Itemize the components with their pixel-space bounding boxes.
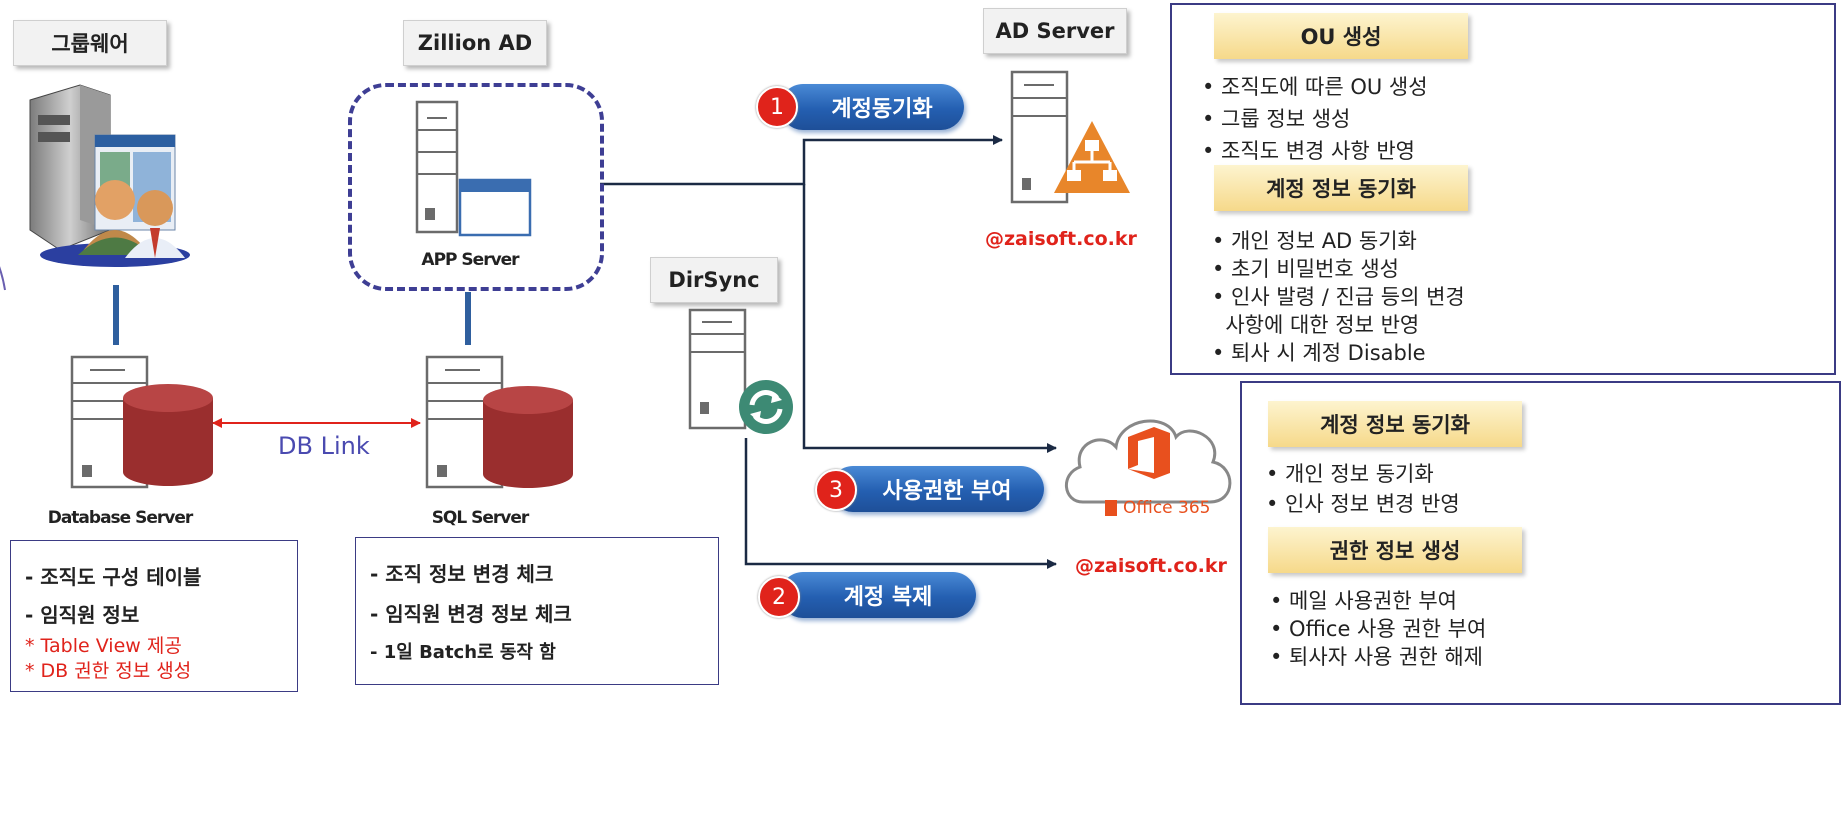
dirsync-server-icon: [688, 308, 747, 430]
db-link-label: DB Link: [278, 432, 370, 460]
database-server-caption: Database Server: [47, 508, 194, 528]
cloud-domain-label: @zaisoft.co.kr: [1075, 555, 1227, 577]
db-note-1: - 조직도 구성 테이블: [25, 565, 202, 589]
sync-icon: [739, 380, 793, 434]
step-3-badge: 3: [815, 469, 857, 511]
account-item-3: • 인사 발령 / 진급 등의 변경: [1212, 285, 1465, 309]
sql-database-icon: [483, 386, 573, 488]
dirsync-label: DirSync: [650, 257, 778, 303]
org-chart-icon: [1054, 121, 1130, 193]
step-3-pill: 사용권한 부여: [830, 466, 1044, 512]
step-2-badge: 2: [758, 576, 800, 618]
ad-function-panel: OU 생성 • 조직도에 따른 OU 생성 • 그룹 정보 생성 • 조직도 변…: [1170, 3, 1836, 375]
dirsync-line: [744, 438, 1057, 569]
office365-label: Office 365: [1123, 498, 1211, 518]
step-1-pill: 계정동기화: [780, 84, 964, 130]
sql-note-1: - 조직 정보 변경 체크: [370, 562, 554, 586]
db-note-red-2: * DB 권한 정보 생성: [25, 660, 192, 682]
ad-server-label: AD Server: [983, 8, 1127, 54]
sql-notes-box: - 조직 정보 변경 체크 - 임직원 변경 정보 체크 - 1일 Batch로…: [355, 537, 719, 685]
step-1-badge: 1: [756, 86, 798, 128]
office365-logo: Office 365: [1105, 498, 1210, 518]
db-note-red-1: * Table View 제공: [25, 635, 182, 657]
groupware-label: 그룹웨어: [13, 20, 167, 66]
step-2-pill: 계정 복제: [780, 572, 976, 618]
account-item-5: • 퇴사 시 계정 Disable: [1212, 341, 1426, 365]
database-icon: [123, 384, 213, 486]
db-note-2: - 임직원 정보: [25, 603, 140, 627]
account-item-4: 사항에 대한 정보 반영: [1212, 313, 1420, 337]
office365-icon: [1128, 427, 1170, 479]
zillion-ad-group: [348, 83, 604, 291]
zillion-ad-label: Zillion AD: [403, 20, 547, 66]
step-1-label: 계정동기화: [831, 97, 933, 122]
account-item-2: • 초기 비밀번호 생성: [1212, 257, 1399, 281]
permission-item-3: • 퇴사자 사용 권한 해제: [1270, 645, 1483, 669]
permission-items: • 메일 사용권한 부여 • Office 사용 권한 부여 • 퇴사자 사용 …: [1270, 587, 1486, 671]
o365-account-item-2: • 인사 정보 변경 반영: [1266, 492, 1460, 516]
o365-account-sync-header: 계정 정보 동기화: [1268, 401, 1522, 447]
office365-small-icon: [1105, 500, 1117, 516]
app-server-caption: APP Server: [421, 250, 519, 270]
ou-item-3: • 조직도 변경 사항 반영: [1202, 139, 1415, 163]
step-2-label: 계정 복제: [843, 585, 933, 610]
permission-item-1: • 메일 사용권한 부여: [1270, 589, 1457, 613]
o365-account-sync-items: • 개인 정보 동기화 • 인사 정보 변경 반영: [1266, 459, 1460, 519]
sync-line-ad: [600, 135, 1003, 186]
step-3-label: 사용권한 부여: [882, 479, 1012, 504]
sql-note-3: - 1일 Batch로 동작 함: [370, 642, 556, 663]
ad-domain-label: @zaisoft.co.kr: [985, 228, 1137, 250]
ou-item-2: • 그룹 정보 생성: [1202, 107, 1351, 131]
sql-server-caption: SQL Server: [431, 508, 530, 528]
ou-section-items: • 조직도에 따른 OU 생성 • 그룹 정보 생성 • 조직도 변경 사항 반…: [1202, 71, 1428, 167]
sync-line-cloud: [802, 184, 1057, 453]
permission-header: 권한 정보 생성: [1268, 527, 1522, 573]
o365-account-item-1: • 개인 정보 동기화: [1266, 462, 1434, 486]
permission-item-2: • Office 사용 권한 부여: [1270, 617, 1487, 641]
office365-function-panel: 계정 정보 동기화 • 개인 정보 동기화 • 인사 정보 변경 반영 권한 정…: [1240, 381, 1841, 705]
database-notes-box: - 조직도 구성 테이블 - 임직원 정보 * Table View 제공 * …: [10, 540, 298, 692]
ou-item-1: • 조직도에 따른 OU 생성: [1202, 75, 1428, 99]
ou-section-header: OU 생성: [1214, 13, 1468, 59]
account-sync-header: 계정 정보 동기화: [1214, 165, 1468, 211]
cloud-icon: [1064, 419, 1232, 504]
account-item-1: • 개인 정보 AD 동기화: [1212, 229, 1417, 253]
ad-server-icon: [1010, 70, 1069, 204]
sql-note-2: - 임직원 변경 정보 체크: [370, 602, 572, 626]
account-sync-items: • 개인 정보 AD 동기화 • 초기 비밀번호 생성 • 인사 발령 / 진급…: [1212, 227, 1465, 367]
groupware-server-icon: [29, 84, 190, 267]
app-server-icon: [415, 100, 532, 237]
